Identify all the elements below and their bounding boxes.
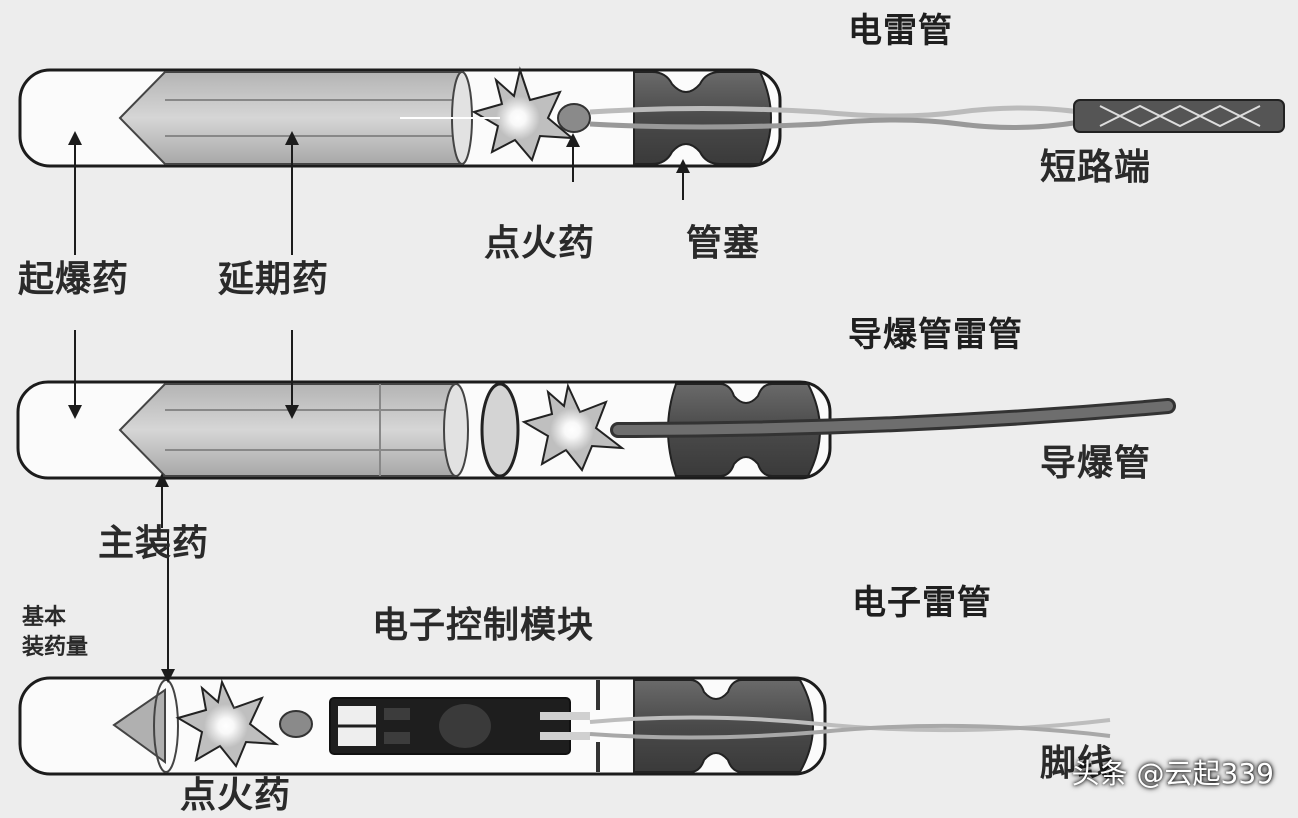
electronic-primary-charge xyxy=(112,688,166,764)
watermark: 头条 @云起339 xyxy=(1071,757,1274,790)
electric-tube-plug xyxy=(633,71,772,165)
electric-detonator xyxy=(18,66,1285,255)
label-control-module: 电子控制模块 xyxy=(372,605,595,646)
title-electronic-detonator: 电子雷管 xyxy=(852,583,992,623)
label-primary-explosive: 起爆药 xyxy=(18,259,130,300)
short-circuit-clip xyxy=(1073,99,1285,133)
label-shock-tube: 导爆管 xyxy=(1040,443,1152,484)
shock-tube-detonator xyxy=(16,330,1176,528)
electronic-detonator xyxy=(18,530,1111,776)
electronic-ignition-bead xyxy=(279,710,313,738)
electronic-tube-plug xyxy=(633,679,814,773)
title-shock-tube-detonator: 导爆管雷管 xyxy=(848,315,1023,355)
label-basic-charge-line1: 基本 xyxy=(22,605,67,630)
label-main-charge: 主装药 xyxy=(98,523,210,564)
label-delay-charge: 延期药 xyxy=(218,259,330,300)
shock-charge-cap xyxy=(443,383,469,477)
electric-wire xyxy=(589,105,1081,119)
shock-inner-ring xyxy=(480,382,520,478)
title-electric-detonator: 电雷管 xyxy=(848,11,953,51)
label-ignition-charge-top: 点火药 xyxy=(484,223,596,264)
label-ignition-charge-bottom: 点火药 xyxy=(180,775,292,816)
electric-ignition-bead xyxy=(557,103,591,133)
shock-delay-charge xyxy=(118,383,456,477)
label-leg-wire: 脚线 xyxy=(1040,743,1115,784)
label-basic-charge-line2: 装药量 xyxy=(22,635,89,660)
label-tube-plug: 管塞 xyxy=(686,223,761,264)
label-short-circuit-end: 短路端 xyxy=(1040,147,1152,188)
